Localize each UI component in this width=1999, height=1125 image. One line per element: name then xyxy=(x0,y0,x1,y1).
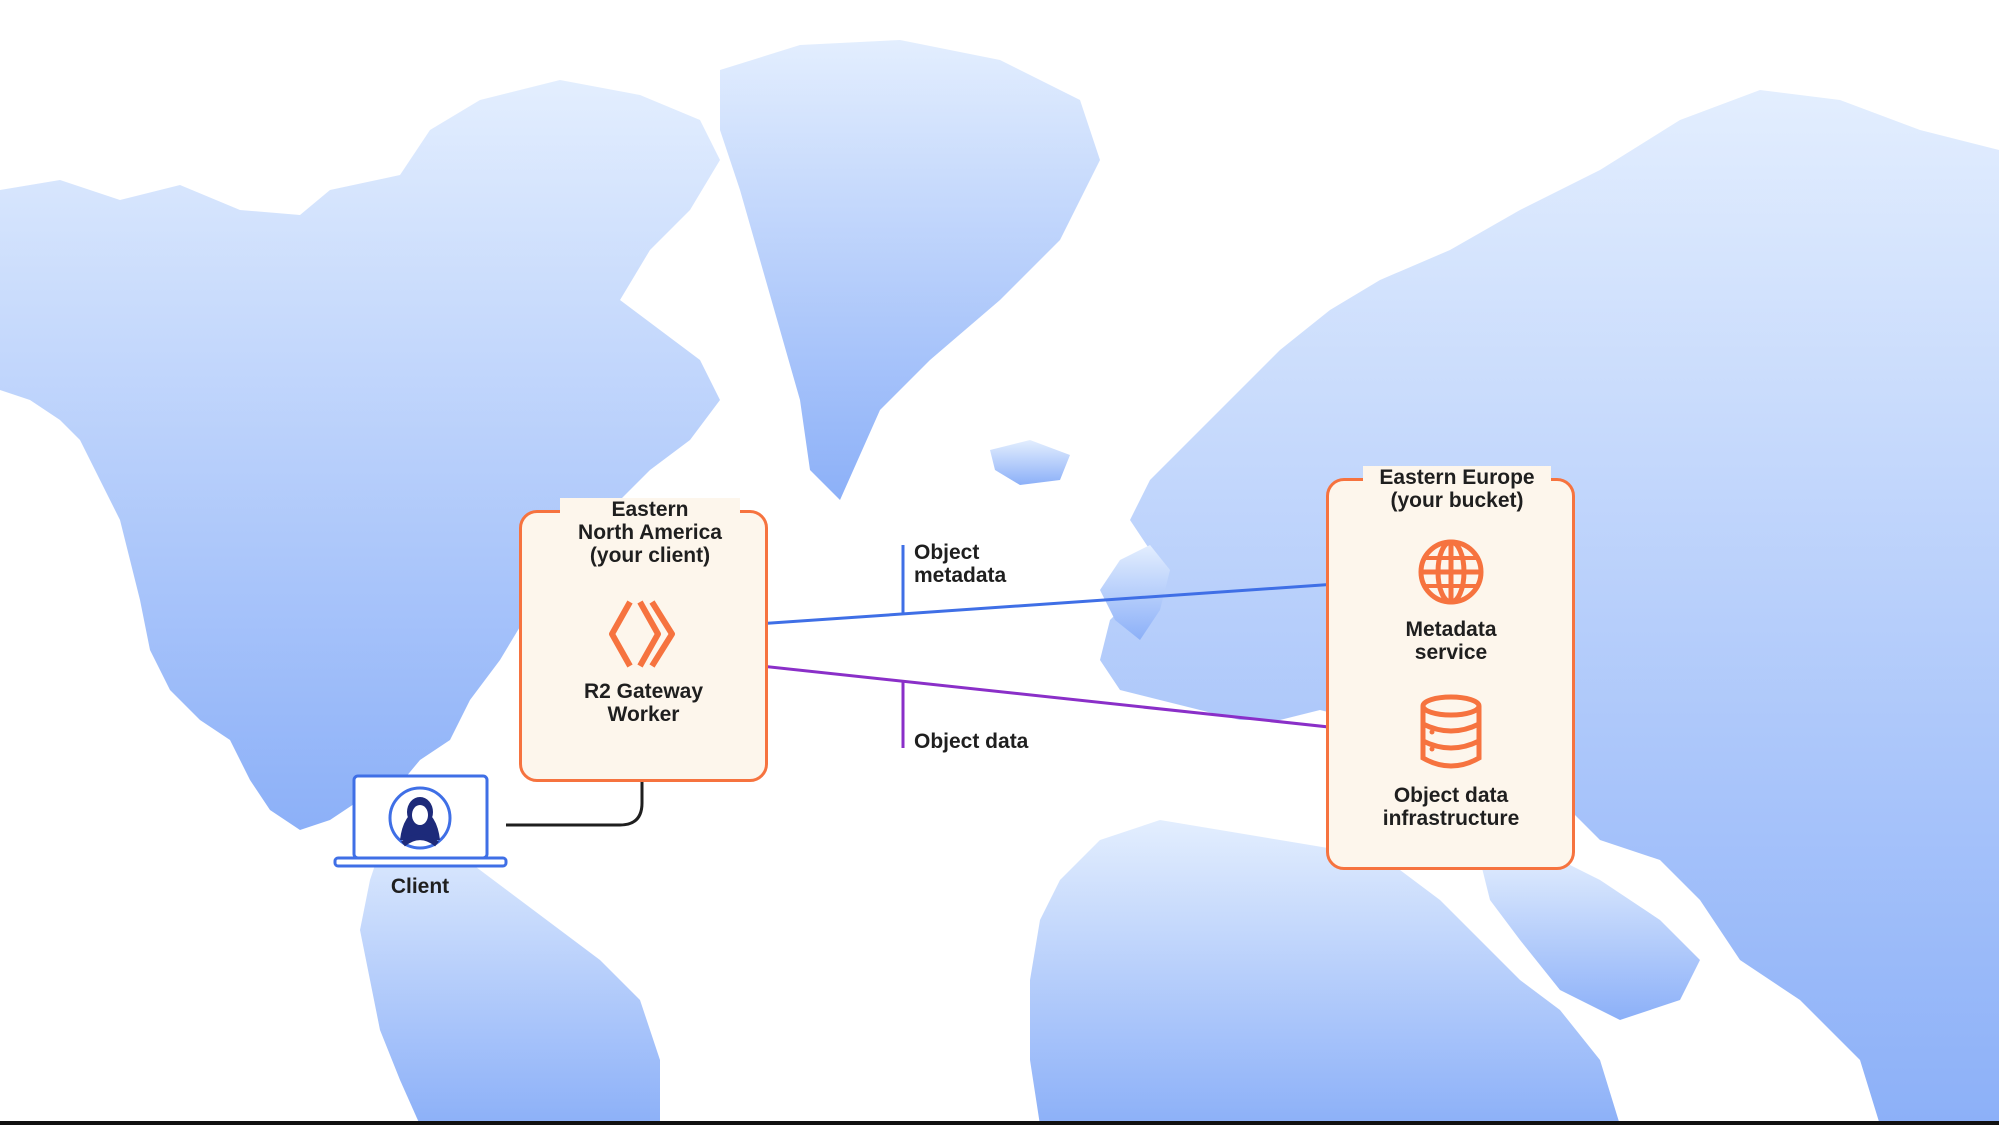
africa-landmass xyxy=(1030,820,1620,1125)
object-data-infrastructure-label: Object data infrastructure xyxy=(1356,784,1546,830)
client-region-title-line-2: North America xyxy=(578,521,722,544)
worker-label: R2 Gateway Worker xyxy=(555,680,732,726)
iceland-landmass xyxy=(990,440,1070,485)
client-label: Client xyxy=(390,875,450,898)
laptop-user-icon xyxy=(333,774,508,868)
client-to-worker-arrow xyxy=(506,742,642,827)
object-data-infrastructure-label-line-2: infrastructure xyxy=(1382,807,1520,830)
metadata-service-label-line-2: service xyxy=(1414,641,1488,664)
client-region-title: Eastern North America (your client) xyxy=(560,498,740,567)
north-america-landmass xyxy=(0,80,720,830)
client-region-title-line-1: Eastern xyxy=(611,498,689,521)
object-metadata-arrow xyxy=(713,580,1394,629)
bucket-region-title-line-1: Eastern Europe xyxy=(1379,466,1535,489)
south-america-landmass xyxy=(360,820,660,1125)
globe-icon xyxy=(1418,539,1484,605)
object-data-infrastructure-label-line-1: Object data xyxy=(1393,784,1509,807)
object-data-arrow xyxy=(713,659,1394,734)
object-metadata-label-line-1: Object xyxy=(914,541,980,564)
arabia-landmass xyxy=(1480,850,1700,1020)
worker-label-line-2: Worker xyxy=(607,703,680,726)
client-laptop xyxy=(333,774,508,870)
bucket-region-title: Eastern Europe (your bucket) xyxy=(1363,466,1551,512)
metadata-service-label: Metadata service xyxy=(1366,618,1536,664)
client-region-title-line-3: (your client) xyxy=(589,544,711,567)
british-isles-landmass xyxy=(1100,545,1170,640)
object-metadata-label-line-2: metadata xyxy=(914,564,1007,587)
greenland-landmass xyxy=(720,40,1100,500)
bucket-region-title-line-2: (your bucket) xyxy=(1390,489,1524,512)
cloudflare-workers-icon xyxy=(609,600,675,668)
object-data-label: Object data xyxy=(914,730,1029,753)
bottom-edge-bar xyxy=(0,1121,1999,1125)
database-icon xyxy=(1420,694,1482,769)
worker-label-line-1: R2 Gateway xyxy=(583,680,704,703)
object-metadata-label: Object metadata xyxy=(914,541,1006,587)
metadata-service-label-line-1: Metadata xyxy=(1405,618,1497,641)
